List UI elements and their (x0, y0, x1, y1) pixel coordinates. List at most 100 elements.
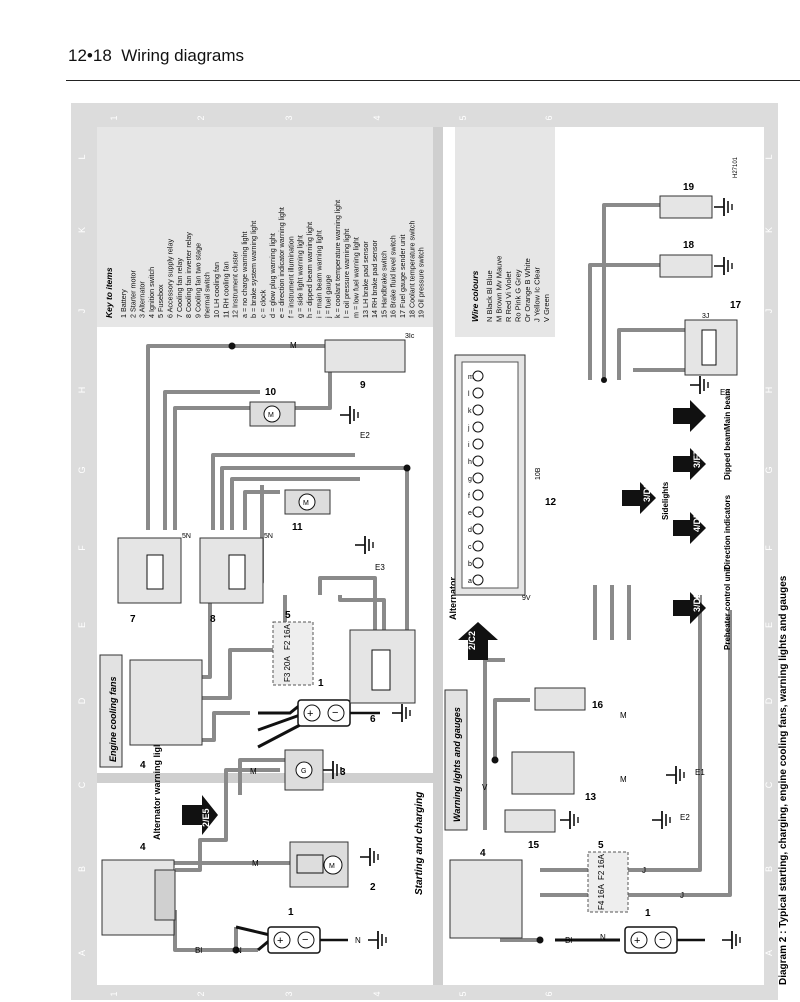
page-title: Wiring diagrams (121, 46, 245, 65)
wire-colours-title: Wire colours (470, 270, 480, 322)
svg-text:E2: E2 (680, 813, 690, 822)
svg-text:19: 19 (683, 182, 695, 193)
section-title: Starting and charging (414, 792, 425, 895)
key-title: Key to items (104, 267, 114, 318)
col-label: 1 (109, 115, 119, 120)
svg-text:+: + (307, 708, 313, 720)
wire-m-top (146, 344, 403, 530)
cable-n-2 (257, 713, 301, 732)
svg-text:Bl: Bl (195, 946, 202, 955)
col-label: 1 (109, 991, 119, 996)
ref-arrow-main: Main beam (673, 389, 732, 432)
key-item: k = coolant temperature warning light (333, 200, 342, 318)
key-item: thermal switch (203, 272, 212, 318)
thermal-switch: 9 3Ic (324, 333, 415, 391)
svg-text:4: 4 (480, 848, 486, 859)
row-label: K (764, 227, 774, 233)
starter-motor: M 2 (289, 841, 379, 893)
svg-text:J: J (642, 866, 646, 875)
cable-n-3 (257, 723, 301, 749)
key-item: 13 LH brake pad sensor (361, 241, 370, 318)
svg-text:5: 5 (285, 610, 291, 621)
key-item: l = oil pressure warning light (342, 229, 351, 318)
lamp-letter: k (468, 408, 472, 415)
svg-text:Dipped beam: Dipped beam (723, 430, 732, 480)
row-label: B (764, 866, 774, 872)
row-label: L (77, 154, 87, 159)
page-header: 12•18 Wiring diagrams (68, 46, 244, 66)
svg-text:M: M (329, 863, 335, 870)
warning-lamp (472, 387, 484, 399)
key-item: d = glow plug warning light (268, 233, 277, 318)
row-label: G (77, 466, 87, 473)
row-label: H (764, 387, 774, 394)
svg-text:M: M (268, 412, 274, 419)
wire-bl (173, 910, 258, 952)
lamp-letter: i (468, 442, 470, 449)
wire-bl-6 (318, 576, 377, 630)
accessory-relay: 6 (349, 629, 416, 725)
wire-j-16 (493, 698, 530, 760)
battery-warning: + − 1 (624, 908, 741, 954)
handbrake-switch: 15 (504, 809, 579, 851)
lamp-letter: b (468, 561, 472, 568)
col-label: 2 (196, 991, 206, 996)
wire-j-alt (175, 768, 280, 872)
col-label: 6 (544, 991, 554, 996)
row-label: C (764, 781, 774, 788)
lamp-letter: l (468, 391, 470, 398)
lamp-letter: m (468, 374, 474, 381)
svg-text:3/F7: 3/F7 (692, 450, 702, 468)
warning-lamp (472, 455, 484, 467)
svg-text:6: 6 (370, 714, 376, 725)
key-item: b = brake system warning light (249, 221, 258, 318)
oil-pressure-switch: 19 (659, 182, 733, 219)
wire-bl-11b (243, 490, 280, 530)
ignition-switch-cooling: 4 (129, 659, 203, 771)
ref-arrow-alternator: 2/C2 Alternator (448, 576, 498, 660)
svg-text:13: 13 (585, 792, 597, 803)
svg-text:3/D2: 3/D2 (692, 593, 702, 612)
junction-dots (228, 342, 607, 954)
fusebox-warning: F2 16A F4 16A 5 (587, 840, 629, 913)
ignition-switch-starting: 4 (101, 842, 176, 936)
svg-text:Preheater control unit: Preheater control unit (723, 567, 732, 650)
svg-text:18: 18 (683, 240, 695, 251)
row-label: J (77, 309, 87, 314)
key-item: 2 Starter motor (128, 269, 137, 318)
svg-text:E2: E2 (360, 431, 370, 440)
col-label: 5 (458, 991, 468, 996)
ref-arrow-direction: 4/D5 Direction indicators (673, 494, 732, 570)
wire-alt-m (238, 758, 285, 795)
col-label: 3 (284, 991, 294, 996)
wire-colour-row: Or Orange B White (523, 258, 532, 322)
wire-bl-main (220, 466, 407, 530)
key-item: f = instrument illumination (286, 236, 295, 318)
section-title: Engine cooling fans (108, 676, 118, 762)
key-item: 6 Accessory supply relay (166, 238, 175, 318)
key-item: 10 LH cooling fan (212, 262, 221, 318)
warning-lamp (472, 438, 484, 450)
row-label: G (764, 466, 774, 473)
rh-brake-pad-sensor (512, 697, 574, 739)
svg-text:M: M (290, 341, 297, 350)
svg-text:Alternator warning light: Alternator warning light (152, 738, 162, 840)
warning-lamp (472, 540, 484, 552)
row-label: F (764, 545, 774, 551)
lamp-letter: j (467, 425, 470, 432)
warning-lamp (472, 370, 484, 382)
diagram-caption: Diagram 2 : Typical starting, charging, … (778, 575, 789, 985)
key-item: 8 Cooling fan inverter relay (184, 232, 193, 318)
component-number: 4 (140, 842, 146, 853)
header-rule (66, 80, 800, 81)
svg-text:Alternator: Alternator (448, 576, 458, 620)
row-label: E (764, 622, 774, 628)
col-label: 5 (458, 115, 468, 120)
wire-colour-row: Ro Pink G Grey (514, 269, 523, 322)
battery-cables (235, 703, 620, 952)
key-item: 12 Instrument cluster (231, 250, 240, 318)
svg-text:12: 12 (545, 497, 557, 508)
